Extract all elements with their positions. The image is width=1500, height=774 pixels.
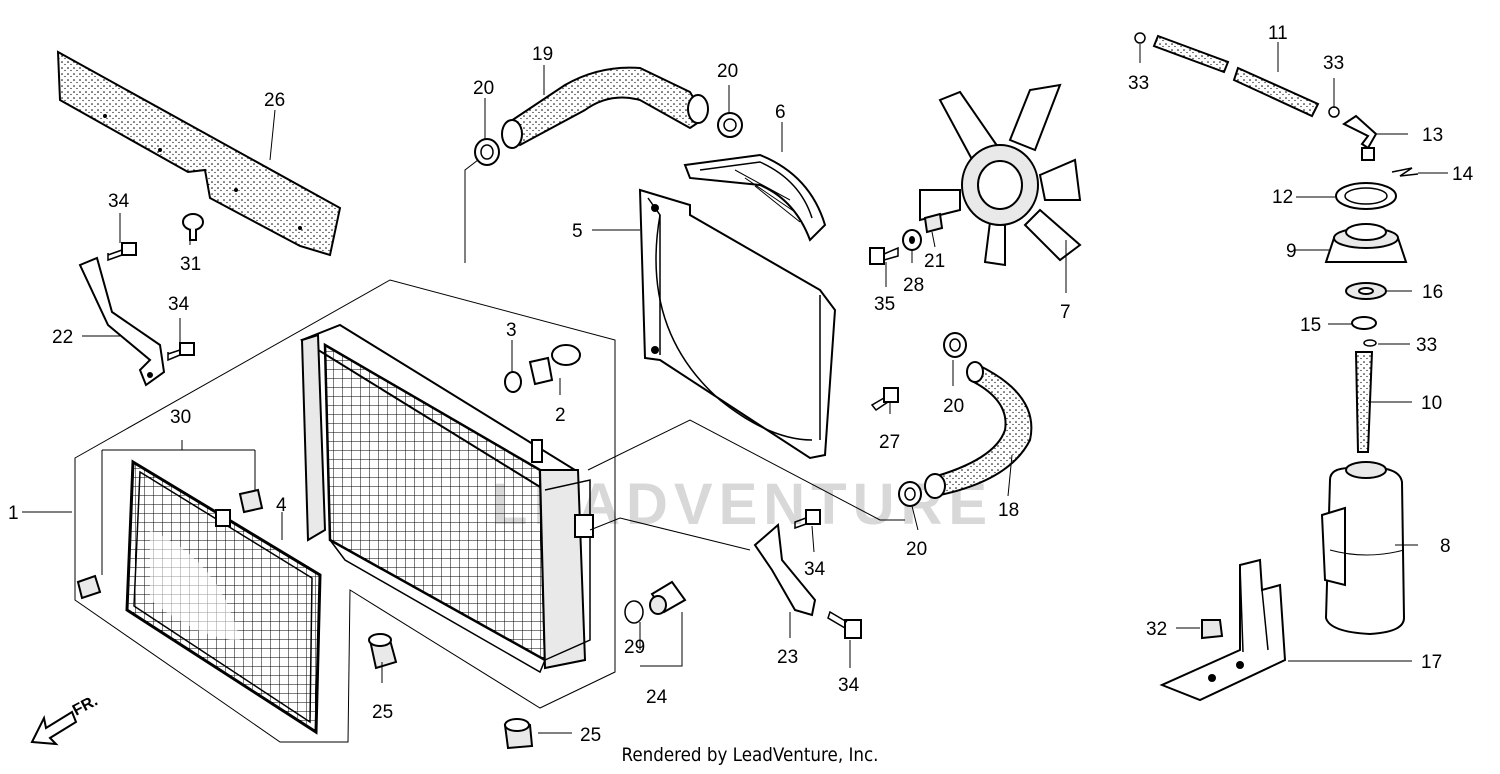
- callout-23: 23: [777, 647, 798, 668]
- callout-34-a: 34: [108, 191, 130, 212]
- part-28-washer: [902, 229, 922, 251]
- part-33-clip-a: [1134, 32, 1146, 44]
- callout-32: 32: [1146, 619, 1167, 640]
- part-33-clip-c: [1363, 339, 1377, 347]
- part-34-bolt-a: [107, 242, 137, 262]
- part-32-nut: [1201, 619, 1224, 640]
- callouts: 1 2 3 4 5 6 7 8 9 10 11 12 13 14 15 16 1…: [8, 23, 1474, 746]
- part-30-clip-a: [238, 488, 264, 514]
- callout-6: 6: [775, 102, 786, 123]
- callout-25-b: 25: [580, 725, 601, 746]
- part-15-washer: [1351, 316, 1377, 330]
- callout-34-c: 34: [804, 559, 826, 580]
- part-8-reservoir: [1320, 461, 1406, 636]
- callout-31: 31: [180, 254, 201, 275]
- callout-34-b: 34: [168, 294, 190, 315]
- callout-12: 12: [1272, 187, 1293, 208]
- part-34-bolt-c: [794, 509, 821, 530]
- callout-26: 26: [264, 90, 285, 111]
- part-18-lower-hose: [924, 361, 1033, 499]
- part-22-bracket: [78, 256, 166, 387]
- part-35-bolt: [869, 246, 899, 265]
- part-20-clamp-b: [717, 112, 743, 138]
- part-7-fan: [919, 83, 1082, 267]
- part-3-washer: [504, 371, 522, 393]
- callout-14: 14: [1452, 164, 1474, 185]
- callout-19: 19: [532, 44, 553, 65]
- callout-3: 3: [506, 320, 517, 341]
- callout-5: 5: [572, 221, 583, 242]
- front-arrow: FR.: [30, 692, 101, 746]
- callout-33-b: 33: [1323, 53, 1344, 74]
- part-20-clamp-d: [898, 481, 922, 507]
- callout-13: 13: [1422, 125, 1443, 146]
- callout-20-b: 20: [717, 61, 738, 82]
- callout-16: 16: [1422, 282, 1443, 303]
- callout-25-a: 25: [372, 702, 393, 723]
- callout-4: 4: [276, 495, 287, 516]
- callout-33-a: 33: [1128, 73, 1149, 94]
- part-14-clip: [1391, 167, 1419, 177]
- callout-1: 1: [8, 503, 19, 524]
- footer-credit: Rendered by LeadVenture, Inc.: [621, 744, 879, 766]
- part-19-upper-hose: [501, 66, 709, 149]
- part-33-clip-b: [1328, 106, 1340, 118]
- part-12-seal: [1335, 182, 1397, 210]
- part-16-gasket: [1345, 282, 1387, 300]
- part-11-hose-b: [1232, 66, 1320, 118]
- part-34-bolt-b: [167, 342, 195, 362]
- part-21-spacer: [923, 212, 944, 234]
- callout-24: 24: [646, 687, 668, 708]
- part-6-shroud-upper: [683, 153, 827, 242]
- part-20-clamp-a: [474, 138, 500, 166]
- callout-30: 30: [170, 407, 191, 428]
- part-26-insulation: [56, 50, 342, 257]
- part-4-screen: [125, 459, 322, 735]
- assembly-outline: [74, 279, 616, 743]
- callout-20-a: 20: [473, 78, 494, 99]
- part-24-fan-switch: [649, 580, 687, 615]
- callout-10: 10: [1421, 393, 1442, 414]
- callout-20-c: 20: [943, 396, 964, 417]
- callout-35: 35: [874, 294, 895, 315]
- part-10-tube: [1354, 351, 1374, 453]
- callout-22: 22: [52, 327, 73, 348]
- part-23-bracket: [753, 522, 817, 617]
- part-17-bracket: [1159, 558, 1287, 702]
- part-1-radiator: [299, 323, 594, 674]
- callout-9: 9: [1286, 241, 1297, 262]
- part-25-mount-b: [503, 718, 534, 750]
- callout-17: 17: [1421, 652, 1442, 673]
- part-30-clip-b: [76, 574, 102, 600]
- callout-28: 28: [903, 275, 924, 296]
- callout-15: 15: [1300, 315, 1321, 336]
- leader-lines: [22, 42, 1448, 734]
- callout-21: 21: [924, 251, 945, 272]
- part-20-clamp-c: [943, 332, 967, 358]
- part-13-elbow: [1342, 114, 1378, 161]
- callout-7: 7: [1060, 302, 1071, 323]
- callout-18: 18: [998, 500, 1019, 521]
- part-2-drain-plug: [528, 344, 581, 386]
- callout-27: 27: [879, 432, 900, 453]
- callout-29: 29: [624, 637, 645, 658]
- callout-8: 8: [1440, 536, 1451, 557]
- front-arrow-label: FR.: [70, 692, 101, 719]
- callout-33-c: 33: [1416, 335, 1437, 356]
- callout-20-d: 20: [906, 539, 927, 560]
- part-11-hose-a: [1152, 34, 1230, 74]
- part-34-bolt-d: [827, 610, 862, 639]
- part-5-shroud: [638, 188, 837, 460]
- part-31-clip: [182, 213, 204, 241]
- callout-2: 2: [555, 405, 566, 426]
- callout-34-d: 34: [838, 675, 860, 696]
- part-25-mount-a: [368, 633, 398, 670]
- part-27-bolt: [870, 387, 899, 412]
- callout-11: 11: [1268, 23, 1288, 44]
- part-29-o-ring: [624, 600, 644, 624]
- part-9-cap: [1324, 223, 1408, 263]
